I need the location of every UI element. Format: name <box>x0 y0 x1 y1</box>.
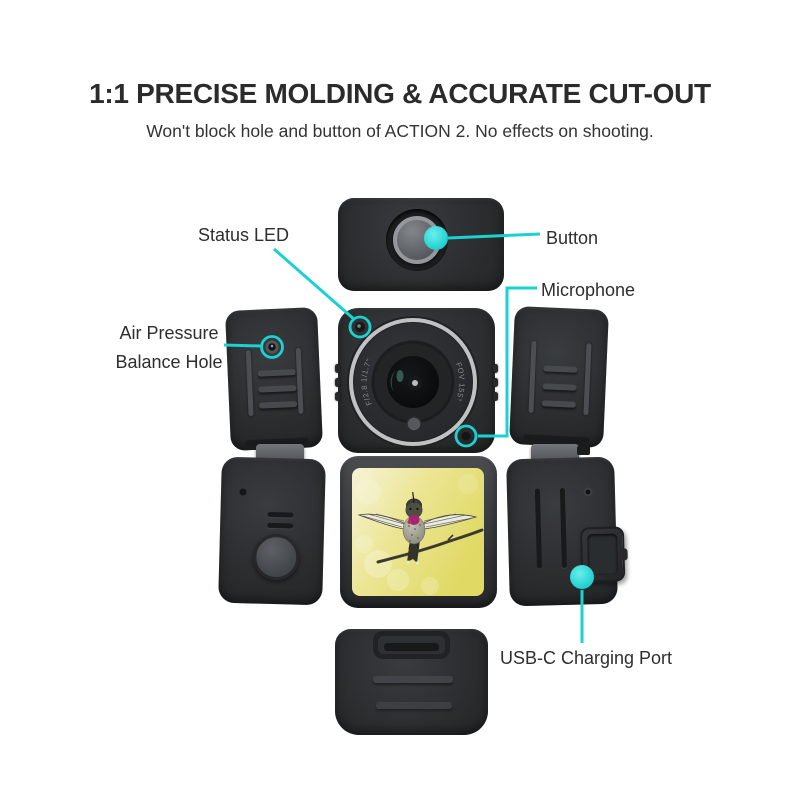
hummingbird-image <box>352 468 484 596</box>
microphone-hole <box>461 431 471 441</box>
button-label: Button <box>546 228 599 248</box>
air-pressure-label-line1: Air Pressure <box>119 323 219 343</box>
microphone-ring <box>454 424 478 448</box>
status-led-glint <box>357 324 361 328</box>
camera-body: F/2.8 1/1.7" FOV 155° <box>335 308 498 453</box>
bottom-cap-clip-bar <box>384 643 439 651</box>
side-nub <box>335 364 340 373</box>
button-line <box>447 232 541 240</box>
status-led-line <box>273 247 356 322</box>
side-nub <box>493 378 498 387</box>
lens-silver-ring <box>349 318 477 446</box>
air-hole-glint <box>270 344 274 348</box>
microphone-label: Microphone <box>541 280 636 300</box>
right-cover-pinhole <box>585 489 591 495</box>
lens-lower-dot <box>406 416 422 432</box>
status-led-label: Status LED <box>198 225 290 245</box>
page-title: 1:1 PRECISE MOLDING & ACCURATE CUT-OUT <box>89 78 711 109</box>
lens-assembly: F/2.8 1/1.7" FOV 155° <box>347 316 479 448</box>
status-led-ring <box>348 315 372 339</box>
lens-glass-highlight <box>396 370 404 382</box>
microphone-line <box>478 286 537 438</box>
air-hole-ring <box>260 335 284 359</box>
side-nub <box>493 392 498 401</box>
side-nub <box>335 378 340 387</box>
bottom-cap-clip <box>373 631 450 659</box>
lens-glass-reflection <box>390 370 396 392</box>
page-subtitle: Won't block hole and button of ACTION 2.… <box>146 121 654 141</box>
button-dot <box>424 226 448 250</box>
embossed-ridge <box>376 702 452 709</box>
usb-label: USB-C Charging Port <box>499 648 673 668</box>
side-nub <box>493 364 498 373</box>
embossed-ridge <box>373 676 453 683</box>
air-pressure-line <box>223 343 262 348</box>
air-pressure-label-line2: Balance Hole <box>115 352 223 372</box>
lens-fov-marking: FOV 155° <box>454 361 467 403</box>
lens-aperture-marking: F/2.8 1/1.7" <box>359 357 373 407</box>
bottom-cap-cover <box>335 629 488 735</box>
side-nub <box>335 392 340 401</box>
screen-module <box>340 456 497 608</box>
left-cover-pinhole <box>239 488 247 496</box>
screen <box>352 468 484 596</box>
lens-center-glint <box>412 380 418 386</box>
usb-dot <box>570 565 594 589</box>
air-pressure-label: Air Pressure Balance Hole <box>110 319 228 377</box>
right-hinge-latch <box>577 446 590 455</box>
